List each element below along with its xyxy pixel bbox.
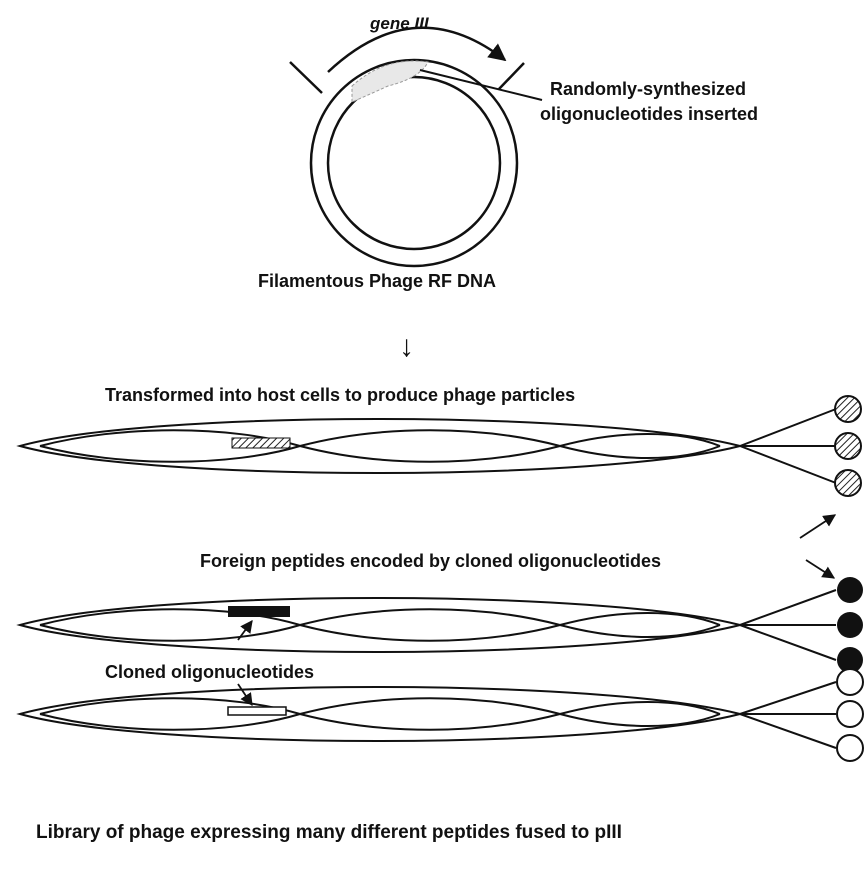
peptide-solid: [837, 577, 863, 603]
insert-open: [228, 707, 286, 715]
insert-region: [352, 61, 428, 102]
foreign-peptides-label: Foreign peptides encoded by cloned oligo…: [200, 550, 661, 572]
peptide-hatched: [835, 396, 861, 422]
peptide-open: [837, 701, 863, 727]
peptide-solid: [837, 612, 863, 638]
phage-particle-2: [20, 577, 863, 673]
library-label: Library of phage expressing many differe…: [36, 822, 622, 844]
process-arrow: ↓: [399, 330, 414, 364]
cloned-oligos-label: Cloned oligonucleotides: [105, 661, 314, 683]
peptide-hatched: [835, 433, 861, 459]
foreign-arrow-up: [800, 515, 835, 538]
insert-pointer: [420, 70, 542, 100]
phage-particle-1: [20, 396, 861, 496]
foreign-arrow-down: [806, 560, 834, 578]
insert-label-line1: Randomly-synthesized: [550, 78, 746, 100]
gene-iii-label: gene III: [370, 13, 429, 35]
rf-dna-plasmid: [290, 28, 542, 266]
insert-label-line2: oligonucleotides inserted: [540, 103, 758, 125]
rf-dna-label: Filamentous Phage RF DNA: [258, 270, 496, 292]
insert-hatched: [232, 438, 290, 448]
peptide-open: [837, 735, 863, 761]
peptide-hatched: [835, 470, 861, 496]
insert-solid: [228, 606, 290, 617]
gene-boundary-right: [499, 63, 524, 89]
transform-label: Transformed into host cells to produce p…: [105, 384, 575, 406]
gene-boundary-left: [290, 62, 322, 93]
peptide-open: [837, 669, 863, 695]
